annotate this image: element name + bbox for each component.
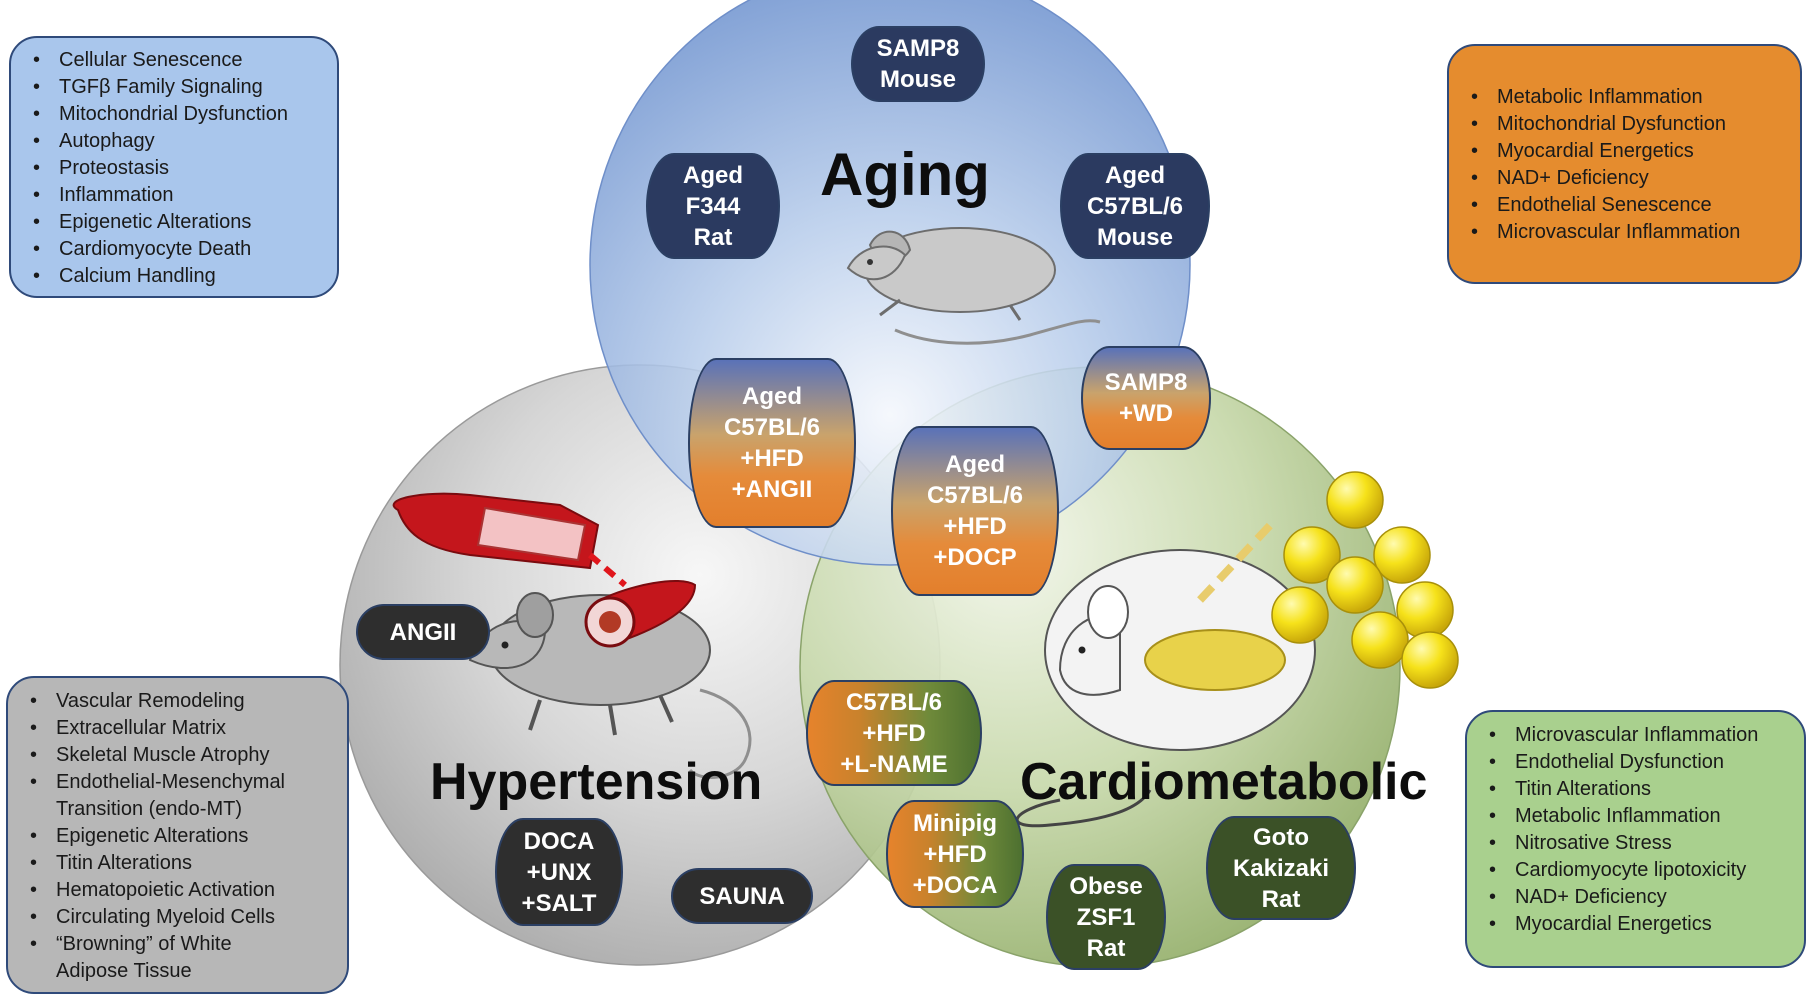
cardiometabolic-title: Cardiometabolic bbox=[1020, 753, 1428, 811]
model-label: Rat bbox=[1086, 934, 1126, 962]
list-item: Microvascular Inflammation bbox=[1471, 219, 1800, 246]
list-item: Extracellular Matrix bbox=[30, 715, 347, 742]
model-label: SAMP8 bbox=[1104, 369, 1188, 396]
shared-mechanisms-box: Metabolic Inflammation Mitochondrial Dys… bbox=[1447, 44, 1802, 284]
model-label: +ANGII bbox=[731, 476, 813, 503]
model-label: +WD bbox=[1119, 400, 1173, 427]
list-item: Hematopoietic Activation bbox=[30, 877, 347, 904]
model-label: C57BL/6 bbox=[845, 688, 943, 716]
model-label: Aged bbox=[742, 383, 802, 410]
model-label: Aged bbox=[1105, 161, 1165, 189]
model-aged-f344-rat: Aged F344 Rat bbox=[646, 153, 780, 259]
model-label: +DOCP bbox=[933, 544, 1017, 571]
model-label: Mouse bbox=[1096, 223, 1173, 251]
model-label: Kakizaki bbox=[1232, 854, 1330, 882]
list-item: Myocardial Energetics bbox=[1471, 138, 1800, 165]
model-label: ANGII bbox=[389, 618, 457, 646]
hypertension-mechanisms-box: Vascular Remodeling Extracellular Matrix… bbox=[6, 676, 349, 994]
model-minipig-hfd-doca: Minipig +HFD +DOCA bbox=[886, 800, 1024, 908]
list-item: Epigenetic Alterations bbox=[30, 823, 347, 850]
model-label: SAUNA bbox=[699, 882, 785, 910]
cardiometabolic-mechanisms-box: Microvascular Inflammation Endothelial D… bbox=[1465, 710, 1806, 968]
model-label: Minipig bbox=[913, 809, 997, 837]
list-item: Skeletal Muscle Atrophy bbox=[30, 742, 347, 769]
model-label: Obese bbox=[1069, 872, 1143, 900]
list-item: “Browning” of White Adipose Tissue bbox=[30, 931, 286, 985]
list-item: TGFβ Family Signaling bbox=[33, 74, 337, 101]
list-item: Endothelial-Mesenchymal Transition (endo… bbox=[30, 769, 316, 823]
model-aged-c57-hfd-docp: Aged C57BL/6 +HFD +DOCP bbox=[891, 426, 1059, 596]
model-label: +DOCA bbox=[912, 871, 998, 899]
list-item: NAD+ Deficiency bbox=[1489, 884, 1804, 911]
model-label: F344 bbox=[685, 192, 741, 220]
aging-title: Aging bbox=[820, 141, 990, 208]
model-samp8-wd: SAMP8 +WD bbox=[1081, 346, 1211, 450]
model-label: +HFD bbox=[862, 719, 926, 747]
list-item: Microvascular Inflammation bbox=[1489, 722, 1804, 749]
list-item: Calcium Handling bbox=[33, 263, 337, 290]
obese-mouse-illustration bbox=[1015, 471, 1459, 828]
aging-mechanisms-box: Cellular Senescence TGFβ Family Signalin… bbox=[9, 36, 339, 298]
model-angii: ANGII bbox=[356, 604, 490, 660]
list-item: Mitochondrial Dysfunction bbox=[33, 101, 337, 128]
model-label: +HFD bbox=[943, 513, 1007, 540]
list-item: Endothelial Dysfunction bbox=[1489, 749, 1804, 776]
list-item: Epigenetic Alterations bbox=[33, 209, 337, 236]
list-item: Vascular Remodeling bbox=[30, 688, 347, 715]
model-label: SAMP8 bbox=[876, 35, 960, 62]
aged-mouse-illustration bbox=[846, 227, 1101, 345]
list-item: Mitochondrial Dysfunction bbox=[1471, 111, 1800, 138]
list-item: Myocardial Energetics bbox=[1489, 911, 1804, 938]
model-aged-c57-hfd-angii: Aged C57BL/6 +HFD +ANGII bbox=[688, 358, 856, 528]
model-label: +SALT bbox=[521, 889, 597, 917]
model-doca-unx-salt: DOCA +UNX +SALT bbox=[495, 818, 623, 926]
list-item: Metabolic Inflammation bbox=[1471, 84, 1800, 111]
model-label: Mouse bbox=[879, 66, 956, 93]
list-item: Circulating Myeloid Cells bbox=[30, 904, 347, 931]
model-label: +UNX bbox=[526, 858, 592, 886]
model-aged-c57-mouse: Aged C57BL/6 Mouse bbox=[1060, 153, 1210, 259]
model-label: ZSF1 bbox=[1076, 903, 1136, 931]
hypertension-title: Hypertension bbox=[430, 753, 763, 811]
model-label: Aged bbox=[683, 161, 743, 189]
model-label: Aged bbox=[945, 451, 1005, 478]
list-item: Cellular Senescence bbox=[33, 47, 337, 74]
model-goto-kakizaki-rat: Goto Kakizaki Rat bbox=[1206, 816, 1356, 920]
model-label: Rat bbox=[693, 223, 733, 251]
list-item: Proteostasis bbox=[33, 155, 337, 182]
list-item: Cardiomyocyte lipotoxicity bbox=[1489, 857, 1804, 884]
model-label: C57BL/6 bbox=[723, 414, 821, 441]
list-item: Titin Alterations bbox=[30, 850, 347, 877]
list-item: Metabolic Inflammation bbox=[1489, 803, 1804, 830]
list-item: Nitrosative Stress bbox=[1489, 830, 1804, 857]
list-item: Titin Alterations bbox=[1489, 776, 1804, 803]
list-item: Cardiomyocyte Death bbox=[33, 236, 337, 263]
model-c57-hfd-lname: C57BL/6 +HFD +L-NAME bbox=[806, 680, 982, 786]
list-item: NAD+ Deficiency bbox=[1471, 165, 1800, 192]
model-label: C57BL/6 bbox=[1086, 192, 1184, 220]
list-item: Inflammation bbox=[33, 182, 337, 209]
model-label: +HFD bbox=[923, 840, 987, 868]
model-label: Goto bbox=[1253, 823, 1309, 851]
model-sauna: SAUNA bbox=[671, 868, 813, 924]
model-label: +L-NAME bbox=[840, 750, 948, 778]
model-obese-zsf1-rat: Obese ZSF1 Rat bbox=[1046, 864, 1166, 970]
model-label: C57BL/6 bbox=[926, 482, 1024, 509]
model-label: +HFD bbox=[740, 445, 804, 472]
model-label: Rat bbox=[1261, 885, 1301, 913]
model-label: DOCA bbox=[523, 827, 595, 855]
model-samp8-mouse: SAMP8 Mouse bbox=[851, 26, 985, 102]
list-item: Endothelial Senescence bbox=[1471, 192, 1800, 219]
list-item: Autophagy bbox=[33, 128, 337, 155]
